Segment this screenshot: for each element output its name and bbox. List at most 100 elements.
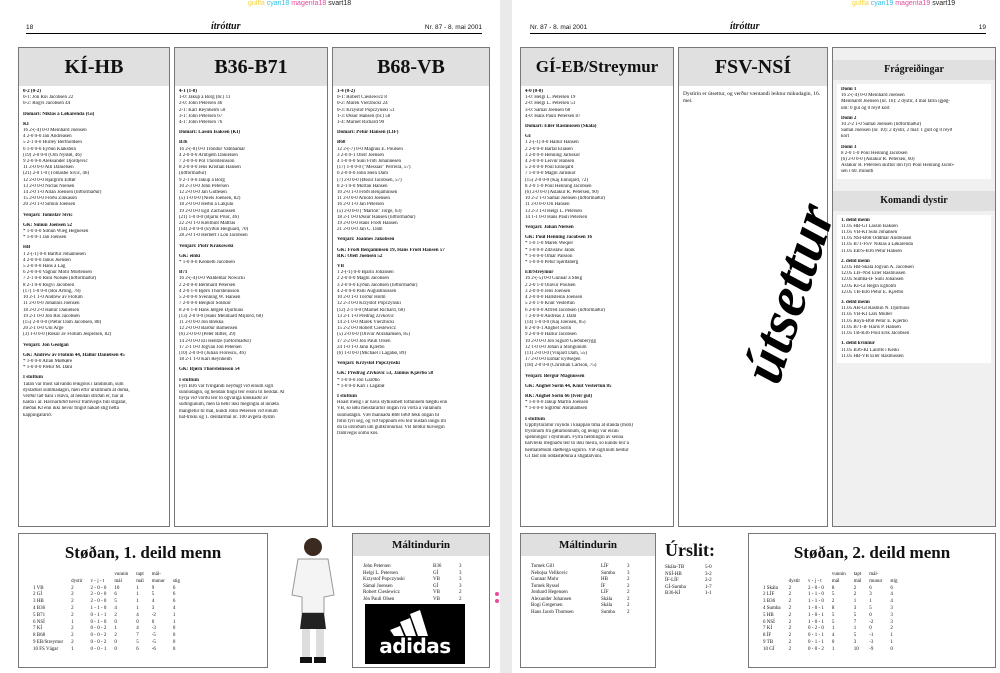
report-line: 8 2-1 0-0 Rógvi Jacobsen: [23, 282, 75, 288]
table-cell: 0 - 2 - 0: [808, 626, 824, 632]
table-cell: 1 - 0 - 1: [808, 612, 824, 618]
report-line: dú ta ursliðum um gullkrónurnar. VB held…: [337, 424, 445, 430]
report-line: 1 2-(-1) 0-0 Hallur Hansen: [525, 140, 579, 146]
table-cell: 0 - 0 - 2: [90, 626, 107, 632]
report-line: 3. deild menn: [841, 300, 870, 306]
table-cell: 9: [151, 585, 155, 591]
report-line: framvegis somu kós.: [337, 431, 379, 437]
match-title: B68-VB: [333, 48, 489, 86]
list-cell: HB: [601, 577, 608, 582]
magazine-logo: ítróttur: [730, 21, 760, 32]
table-cell: 2: [831, 599, 835, 605]
report-line: (liðformaður): [179, 171, 207, 177]
report-line: 7 2-0 0-0 Andreas J. Dahl: [525, 313, 577, 319]
report-line: 11.05 VB-KÍ Lars Müller: [841, 312, 893, 318]
table-cell: mál: [853, 578, 862, 584]
report-line: 10 2-2 1-0 Sámal Joensen (liðformaður): [525, 196, 606, 202]
list-cell: GÍ: [433, 583, 439, 589]
report-line: HB: [23, 245, 31, 251]
right-page: gulfla cyan19 magenta19 svart19 Nr. 87 -…: [512, 0, 1000, 673]
table-cell: tapt: [136, 572, 144, 577]
table-cell: munur: [869, 578, 883, 584]
report-line: GÍ: [525, 134, 531, 140]
report-line: 2-0: John Petersen 46: [179, 101, 223, 107]
table-cell: 2: [788, 599, 792, 605]
report-line: 17 2-2 0-0 Jón Pauli Olsen: [337, 338, 391, 344]
list-cell: 2: [627, 609, 630, 615]
table-cell: 6: [136, 646, 139, 652]
table-cell: dystir: [71, 578, 83, 584]
table-cell: 2: [853, 585, 857, 591]
fragreidingar-title: Frágreiðingar: [833, 60, 995, 80]
table-cell: 2: [114, 612, 117, 618]
list-cell: LÍF: [601, 564, 609, 569]
table-cell: 0 - 0 - 1: [90, 646, 107, 652]
table-cell: 2: [788, 612, 792, 618]
report-line: 3-1: John Petersen 67: [179, 113, 223, 119]
table-cell: 0: [869, 626, 872, 632]
report-line: 8 2-0 0-0 Jens Kristian Hansen: [179, 165, 241, 171]
table-cell: 1: [890, 639, 893, 645]
match-gi-eb-streymur: GÍ-EB/Streymur 4-0 (0-0)1-0: Helgi L. Pe…: [520, 47, 674, 527]
table-cell: 6: [172, 585, 176, 591]
report-line: 16 2-(-5) 0-0 Gunnar á Steig: [525, 276, 583, 282]
table-cell: 5 B71: [33, 612, 46, 618]
report-line: GK: Andrew av Flotum 44, Hallur Danielse…: [23, 352, 125, 358]
table-cell: 6: [172, 592, 176, 598]
report-line: B71: [179, 270, 188, 276]
list-cell: 3: [459, 583, 462, 589]
table-cell: 1: [71, 619, 74, 625]
table-cell: 2: [788, 633, 792, 639]
table-cell: 2: [788, 646, 792, 652]
standings-title: Støðan, 2. deild menn: [749, 534, 995, 572]
report-line: 11.05 Royn-B68 Petur E. Kjærbo: [841, 318, 908, 324]
table-cell: 8: [831, 605, 835, 611]
report-line: KÍ: [23, 121, 29, 127]
report-line: Í stuttum: [525, 416, 545, 422]
list-cell: NSÍ-HB: [665, 571, 682, 577]
table-cell: [29, 579, 67, 586]
report-line: 12 2-0 0-0 Jan Guttesen: [179, 190, 227, 196]
table-cell: 2: [71, 605, 74, 611]
report-line: RK: Anghel Sorin 66 (tveir gul): [525, 393, 592, 399]
table-cell: 3: [151, 605, 155, 611]
table-cell: 4: [890, 599, 893, 605]
report-line: 6 2-0 0-0 John Hein Dam: [337, 171, 388, 177]
table-cell: [886, 572, 901, 579]
table-cell: 9 TB: [763, 639, 774, 645]
report-line: 19 2-0 0-0 Egil Zacharassen: [179, 208, 236, 214]
table-cell: munur: [151, 578, 165, 584]
table-cell: -1: [869, 633, 874, 639]
table-cell: 8: [831, 585, 835, 591]
report-line: 4 1-0 0-0 Súni Fríði Johannesen: [337, 159, 402, 165]
table-cell: v - j - t: [808, 578, 822, 584]
list-cell: 3: [627, 564, 630, 569]
table-cell: 5: [831, 592, 835, 598]
report-line: sen í 60. minutti: [841, 169, 874, 175]
table-cell: [87, 572, 111, 579]
report-line: 9 2-0 0-0 Aleksander Djordjevic: [23, 159, 88, 165]
report-line: verður tað bara í Havn, at hendan stríða…: [23, 393, 124, 399]
table-cell: 6: [869, 585, 872, 591]
list-cell: Skála: [601, 596, 613, 602]
report-line: Dómari: Petur Hansen (LÍF): [337, 130, 399, 136]
report-line: Í stuttum: [23, 375, 43, 381]
report-line: (5) 2-0 0-0 ("Marlon" Jorge, 63): [337, 208, 402, 214]
report-line: 0-2: Rógvi Jacobsen 44: [23, 101, 71, 107]
report-line: 12.05 TB-B36 Petur E. Kjærbo: [841, 289, 904, 295]
table-cell: 4 B36: [33, 605, 46, 611]
table-cell: 4: [890, 592, 893, 598]
report-line: 13 2-1 1-0 Predrag Zivkovic: [337, 313, 394, 319]
